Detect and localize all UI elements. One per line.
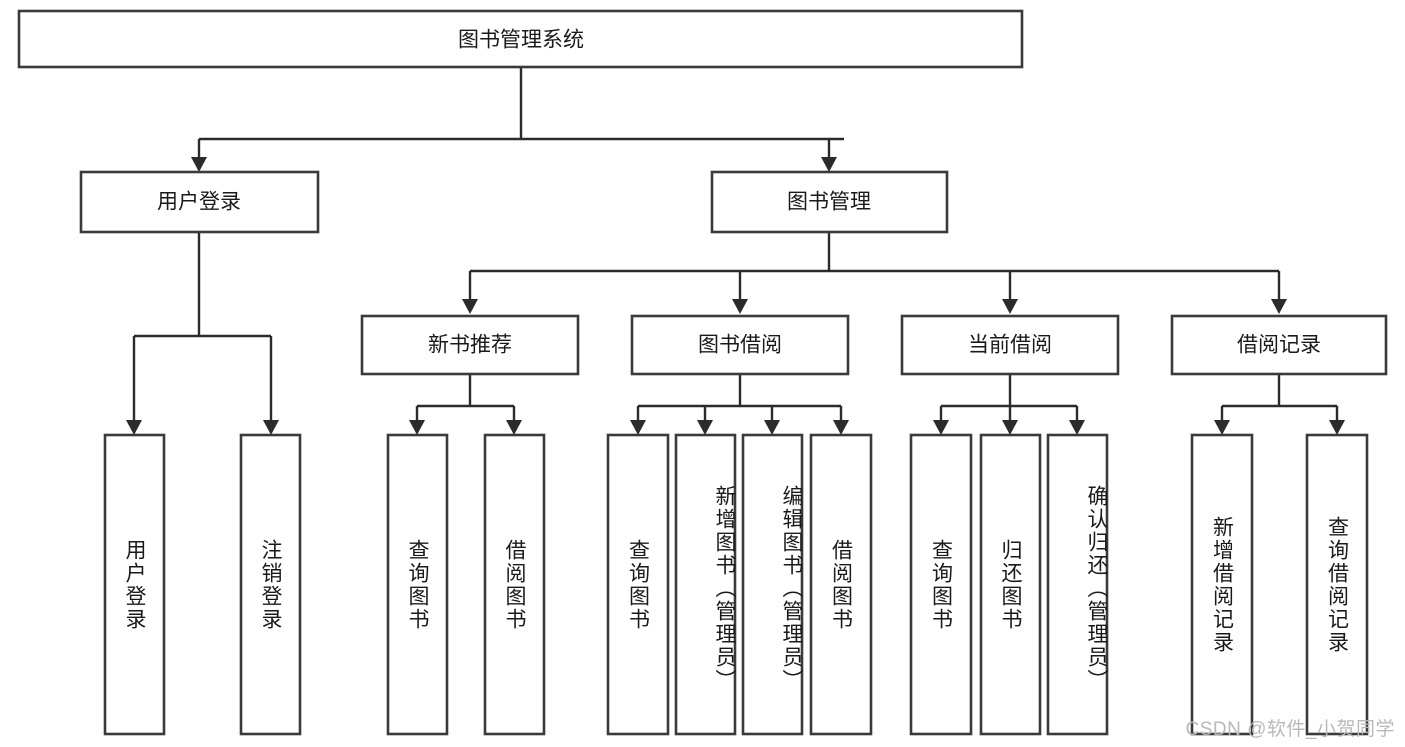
node-leaf-user-login-box[interactable]: [103, 433, 166, 736]
node-leaf-add-record-box[interactable]: [1190, 433, 1254, 736]
arrow-bookmgmt-to-borrow-record: [1271, 299, 1287, 314]
arrow-bookborrow-leaf-3: [764, 420, 780, 435]
node-leaf-borrow-book-a-box[interactable]: [483, 433, 546, 736]
node-current-borrow-box[interactable]: [900, 314, 1120, 376]
node-book-borrow-box[interactable]: [630, 314, 850, 376]
arrow-currentborrow-leaf-1: [933, 420, 949, 435]
node-leaf-query-book-a-box[interactable]: [386, 433, 449, 736]
arrow-bookborrow-leaf-4: [833, 420, 849, 435]
node-leaf-query-book-c-box[interactable]: [909, 433, 973, 736]
arrow-bookmgmt-to-book-borrow: [732, 299, 748, 314]
node-leaf-add-book-box[interactable]: [674, 433, 737, 736]
arrow-userlogin-leaf-2: [263, 420, 279, 435]
node-root-label: 图书管理系统: [458, 29, 584, 52]
node-leaf-edit-book-box[interactable]: [741, 433, 804, 736]
node-root-box[interactable]: [17, 9, 1024, 69]
node-leaf-confirm-return-box[interactable]: [1046, 433, 1109, 736]
node-leaf-query-record-box[interactable]: [1305, 433, 1369, 736]
arrow-root-to-user-login: [191, 157, 207, 172]
arrow-bookborrow-leaf-2: [697, 420, 713, 435]
node-book-mgmt-label: 图书管理: [787, 191, 871, 214]
node-borrow-record-label: 借阅记录: [1237, 334, 1321, 357]
arrow-newbook-leaf-2: [506, 420, 522, 435]
node-new-book-recommend-box[interactable]: [360, 314, 580, 376]
arrow-bookmgmt-to-current-borrow: [1002, 299, 1018, 314]
arrow-root-to-book-mgmt: [821, 157, 837, 172]
node-current-borrow-label: 当前借阅: [968, 334, 1052, 357]
node-user-login-box[interactable]: [79, 170, 320, 234]
arrow-borrowrecord-leaf-2: [1329, 420, 1345, 435]
arrow-currentborrow-leaf-3: [1069, 420, 1085, 435]
node-book-mgmt-box[interactable]: [710, 170, 949, 234]
arrow-userlogin-leaf-1: [126, 420, 142, 435]
node-new-book-recommend-label: 新书推荐: [428, 334, 512, 357]
arrow-newbook-leaf-1: [409, 420, 425, 435]
node-leaf-return-book-box[interactable]: [979, 433, 1042, 736]
node-leaf-logout-box[interactable]: [239, 433, 302, 736]
node-leaf-query-book-b-box[interactable]: [606, 433, 670, 736]
node-book-borrow-label: 图书借阅: [698, 334, 782, 357]
csdn-watermark: CSDN @软件_小贺同学: [1185, 719, 1395, 740]
arrow-bookmgmt-to-new-book: [462, 299, 478, 314]
edge-layer: [126, 67, 1345, 435]
node-leaf-borrow-book-b-box[interactable]: [809, 433, 873, 736]
arrow-borrowrecord-leaf-1: [1214, 420, 1230, 435]
node-user-login-label: 用户登录: [157, 191, 241, 214]
node-borrow-record-box[interactable]: [1170, 314, 1388, 376]
arrow-bookborrow-leaf-1: [630, 420, 646, 435]
node-layer: 图书管理系统 用户登录 图书管理 新书推荐 图书借阅 当前借阅 借阅记录: [17, 9, 1388, 736]
arrow-currentborrow-leaf-2: [1002, 420, 1018, 435]
